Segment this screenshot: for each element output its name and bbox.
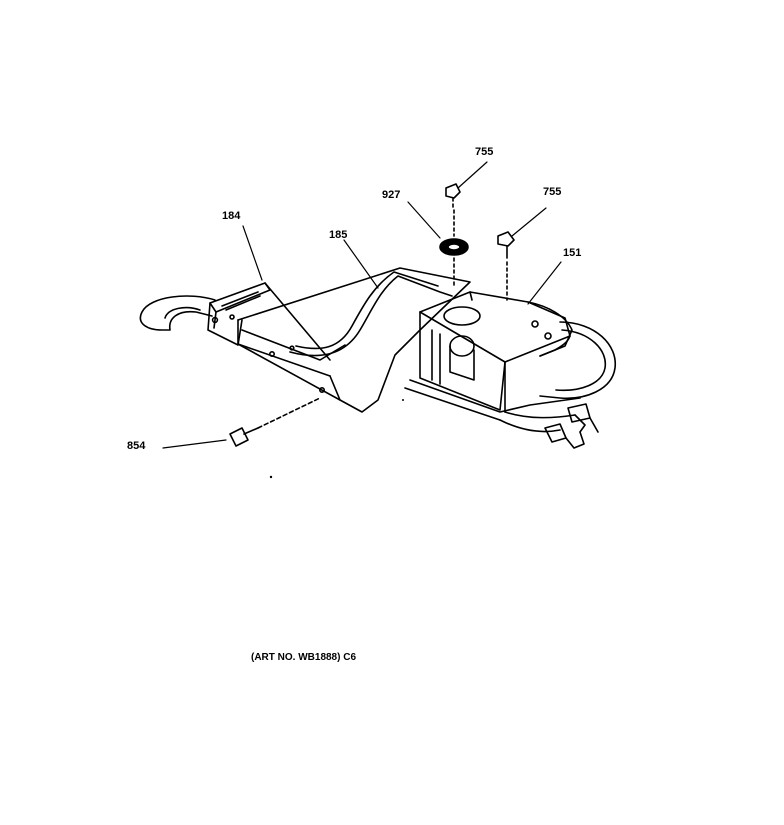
- washer-927: [439, 209, 469, 289]
- pulley-disc: [404, 321, 616, 421]
- rod-185: [289, 271, 453, 357]
- callout-854: 854: [127, 440, 146, 452]
- scan-dots: [269, 399, 404, 479]
- bracket-184: [207, 282, 271, 346]
- motor-151: [419, 291, 573, 413]
- screw-854: [229, 397, 321, 447]
- callout-185: 185: [329, 229, 348, 241]
- screw-755-left: [445, 183, 461, 209]
- callout-184: 184: [222, 210, 241, 222]
- callout-755-left: 755: [475, 146, 494, 158]
- mounting-plate: [237, 267, 471, 413]
- screw-755-right: [497, 231, 515, 301]
- art-number-caption: (ART NO. WB1888) C6: [251, 652, 357, 663]
- callout-927: 927: [382, 189, 401, 201]
- callout-755-right: 755: [543, 186, 562, 198]
- wire-harness: [499, 403, 599, 449]
- callout-151: 151: [563, 247, 582, 259]
- leader-lines: [162, 161, 562, 449]
- hook-part: [139, 295, 216, 331]
